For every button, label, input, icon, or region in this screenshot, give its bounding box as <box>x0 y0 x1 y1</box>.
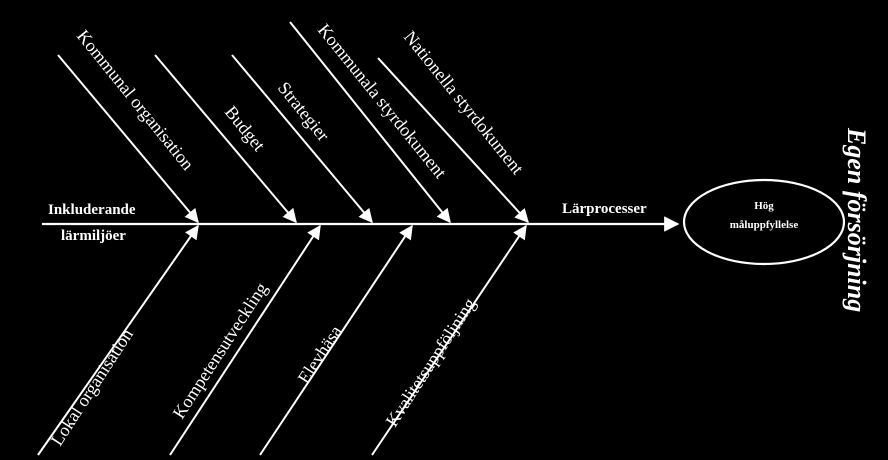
upper-branch-1-arrow <box>57 54 199 224</box>
upper-branch-3-label: Strategier <box>274 78 334 145</box>
lower-branch-1-arrow <box>37 224 199 456</box>
lower-branch-4-label: Kvalitetsuppföljning <box>382 294 480 430</box>
outcome-label-line1: Hög <box>754 200 774 212</box>
outcome-ellipse <box>682 178 846 266</box>
outcome-label-line2: måluppfyllelse <box>730 219 799 231</box>
lower-branch-1-label: Lokal organisation <box>47 325 137 449</box>
spine-left-label-line1: Inkluderande <box>48 202 136 218</box>
spine-left-label-line2: lärmiljöer <box>61 228 126 244</box>
upper-branch-2-arrow <box>154 54 297 224</box>
upper-branch-4-arrow <box>289 21 451 224</box>
side-label: Egen försörjning <box>842 127 871 312</box>
lower-branch-2-label: Kompetensutveckling <box>169 279 272 422</box>
upper-branch-1-label: Kommunal organisation <box>73 26 198 174</box>
lower-branch-4-arrow <box>371 224 527 456</box>
spine-right-label: Lärprocesser <box>562 201 647 217</box>
upper-branch-2-label: Budget <box>221 102 269 155</box>
lower-branch-3-arrow <box>259 224 413 456</box>
upper-branch-3-arrow <box>231 54 373 224</box>
upper-branch-5-arrow <box>377 57 529 224</box>
lower-branch-2-arrow <box>169 224 321 456</box>
lower-branch-3-label: Elevhäsa <box>294 322 346 387</box>
